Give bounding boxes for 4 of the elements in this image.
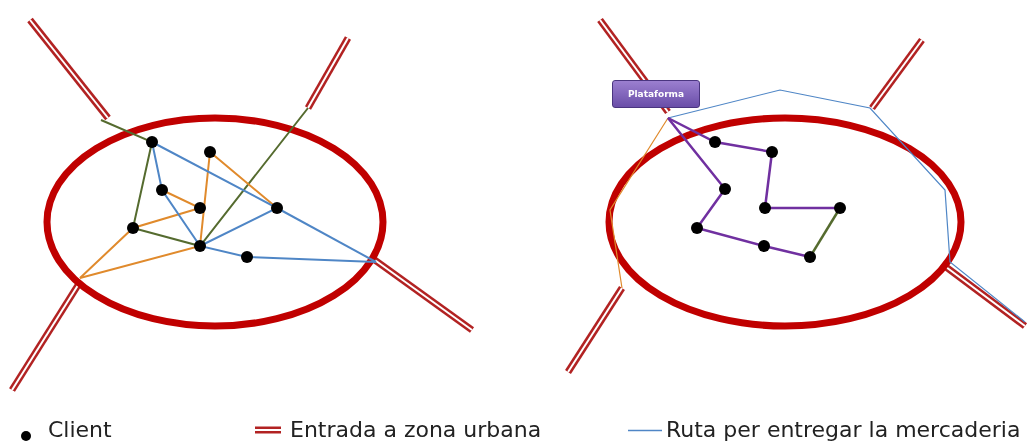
legend-label: Ruta per entregar la mercaderia	[666, 416, 1021, 444]
legend-label: Client	[48, 416, 112, 444]
platform-box: Plataforma	[612, 80, 700, 108]
legend-label: Entrada a zona urbana	[290, 416, 542, 444]
